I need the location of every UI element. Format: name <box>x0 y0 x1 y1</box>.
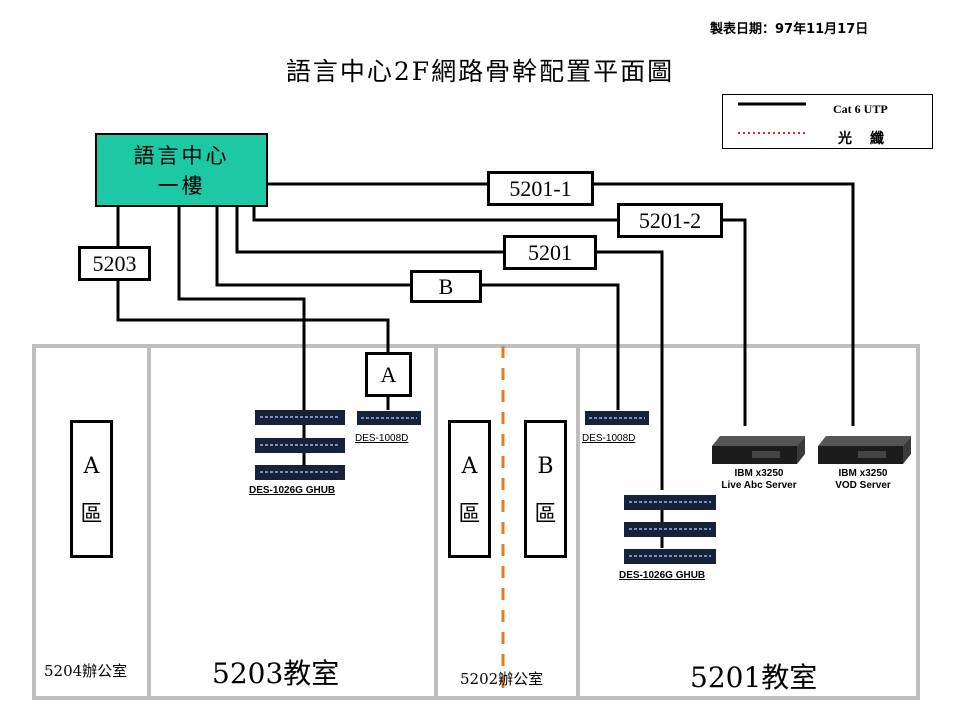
zone-5204-a-letter: A <box>83 454 100 479</box>
zone-5202-a-char: 區 <box>458 502 481 527</box>
switch-icon-1008d-right <box>585 411 649 425</box>
switch-icon-1008d-left <box>357 411 421 425</box>
room-label-5201: 5201教室 <box>690 661 818 694</box>
device-label-1026g-right: DES-1026G GHUB <box>619 570 706 581</box>
zone-5202-b-letter: B <box>537 454 554 479</box>
core-node-line1: 語言中心 <box>133 144 230 168</box>
zone-5202-a-letter: A <box>461 454 478 479</box>
floor-plan-walls <box>32 344 920 700</box>
device-label-1026g-left: DES-1026G GHUB <box>249 485 336 496</box>
link-label-a: A <box>365 352 412 397</box>
switch-icon-1026g-right <box>624 495 716 564</box>
device-label-1008d-right: DES-1008D <box>582 433 636 444</box>
room-label-5204: 5204辦公室 <box>44 662 128 680</box>
room-label-5203: 5203教室 <box>212 657 340 690</box>
zone-5204-a: A 區 <box>70 420 113 558</box>
server-name-live-abc: Live Abc Server <box>721 480 797 491</box>
server-model-live-abc: IBM x3250 <box>734 468 784 479</box>
server-icon-vod <box>818 436 911 464</box>
zone-5202-b-char: 區 <box>534 502 557 527</box>
zone-5202-a: A 區 <box>448 420 491 558</box>
diagram-title: 語言中心2F網路骨幹配置平面圖 <box>285 57 675 86</box>
core-node-line2: 一樓 <box>157 174 206 198</box>
legend-copper-label: Cat 6 UTP <box>833 102 888 116</box>
zone-5204-a-char: 區 <box>80 502 103 527</box>
zone-5202-b: B 區 <box>524 420 567 558</box>
room-label-5202: 5202辦公室 <box>460 670 544 688</box>
legend-box: Cat 6 UTP 光纖 <box>722 94 933 149</box>
server-label-live-abc: IBM x3250 Live Abc Server <box>704 468 814 492</box>
switch-icon-1026g-left <box>255 410 345 480</box>
server-icon-live-abc <box>712 436 805 464</box>
link-label-5201-1: 5201-1 <box>487 171 594 206</box>
link-label-5201: 5201 <box>503 235 597 270</box>
legend-fiber-label: 光纖 <box>838 131 902 147</box>
core-node-1f: 語言中心 一樓 <box>95 133 268 207</box>
link-label-5203: 5203 <box>78 246 151 281</box>
link-label-b: B <box>410 270 482 303</box>
server-model-vod: IBM x3250 <box>838 468 888 479</box>
date-label: 製表日期：97年11月17日 <box>710 22 869 37</box>
server-name-vod: VOD Server <box>835 480 891 491</box>
device-label-1008d-left: DES-1008D <box>355 433 409 444</box>
link-label-5201-2: 5201-2 <box>617 203 723 238</box>
server-label-vod: IBM x3250 VOD Server <box>808 468 918 492</box>
